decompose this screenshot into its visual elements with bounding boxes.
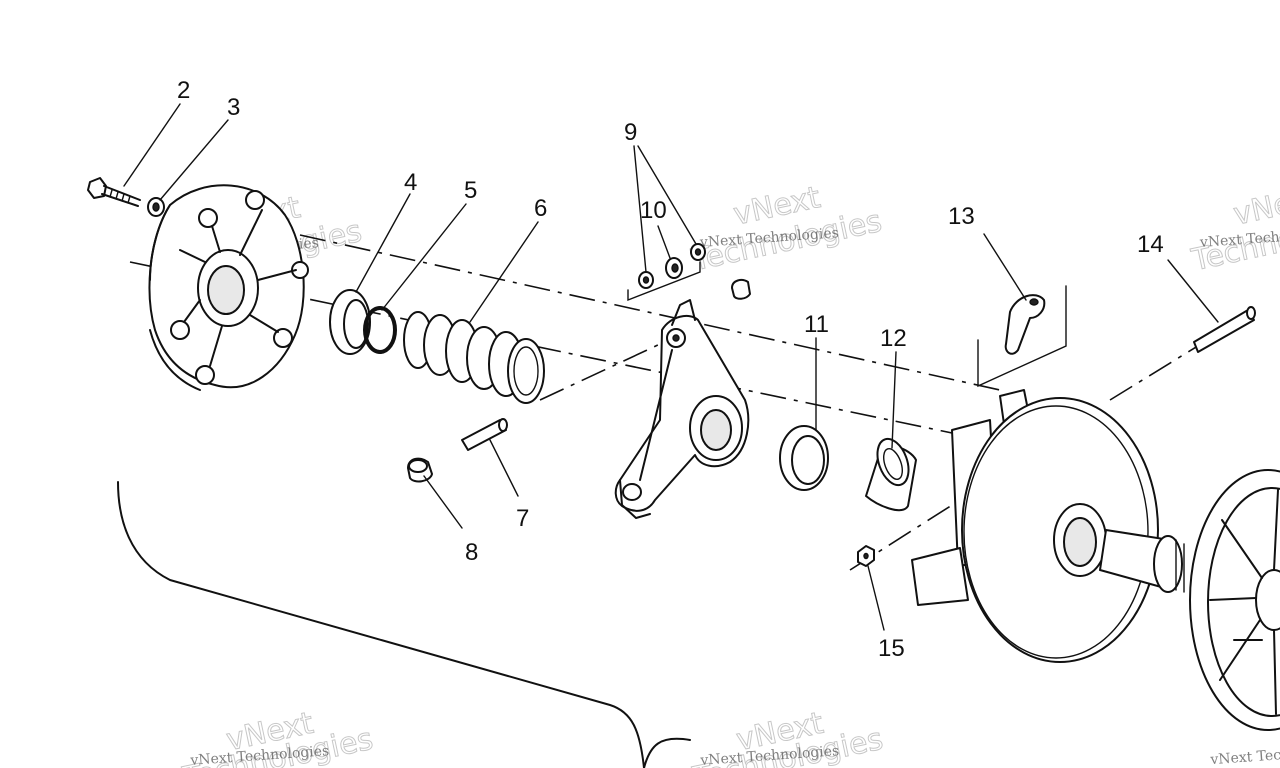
watermark-small: vNext Technologies	[1209, 742, 1280, 768]
watermark-big-top: vNext	[1230, 180, 1280, 233]
callout-13: 13	[948, 203, 975, 230]
callout-15: 15	[878, 635, 905, 662]
ramp-arm	[614, 299, 750, 519]
leader-lines	[123, 103, 1219, 631]
part-3-washer	[147, 197, 165, 217]
callout-4: 4	[404, 169, 417, 196]
callout-12: 12	[880, 325, 907, 352]
callout-6: 6	[534, 195, 547, 222]
part-11-shim	[779, 425, 829, 491]
spoked-sheave	[1189, 469, 1280, 731]
callout-3: 3	[227, 94, 240, 121]
fixed-sheave	[911, 389, 1185, 663]
callout-2: 2	[177, 77, 190, 104]
clutch-cover	[148, 184, 309, 391]
callout-11: 11	[804, 311, 829, 338]
part-9-10-roller-set	[627, 243, 751, 302]
watermark-3: vNext Technologies vNext Technologies	[1188, 180, 1280, 279]
part-6-spring	[403, 311, 545, 404]
assembly-brace	[117, 481, 691, 768]
part-12-sleeve	[865, 437, 917, 512]
part-13-key	[977, 285, 1067, 388]
pin-axis-line	[539, 329, 691, 401]
watermark-5: vNext Technologies vNext Technologies	[689, 705, 887, 768]
callout-7: 7	[516, 505, 529, 532]
callout-labels: 2 3 4 5 6 7 8 9 10 11 12 13 14 15	[177, 77, 1164, 662]
callout-9: 9	[624, 119, 637, 146]
part-15-nut	[857, 545, 875, 567]
part-5-o-ring	[363, 306, 397, 354]
callout-5: 5	[464, 177, 477, 204]
callout-14: 14	[1137, 231, 1164, 258]
upper-axis-line	[299, 234, 1001, 391]
callout-8: 8	[465, 539, 478, 566]
part-14-pin	[1193, 306, 1256, 353]
part-2-bolt	[87, 177, 141, 207]
callout-10: 10	[640, 197, 667, 224]
part-4-bushing	[329, 289, 371, 355]
watermark-2: vNext Technologies vNext Technologies	[688, 180, 886, 279]
part-8-cap	[407, 457, 433, 483]
watermark-4: vNext Technologies vNext Technologies	[179, 705, 377, 768]
part-7-pin	[461, 418, 508, 451]
